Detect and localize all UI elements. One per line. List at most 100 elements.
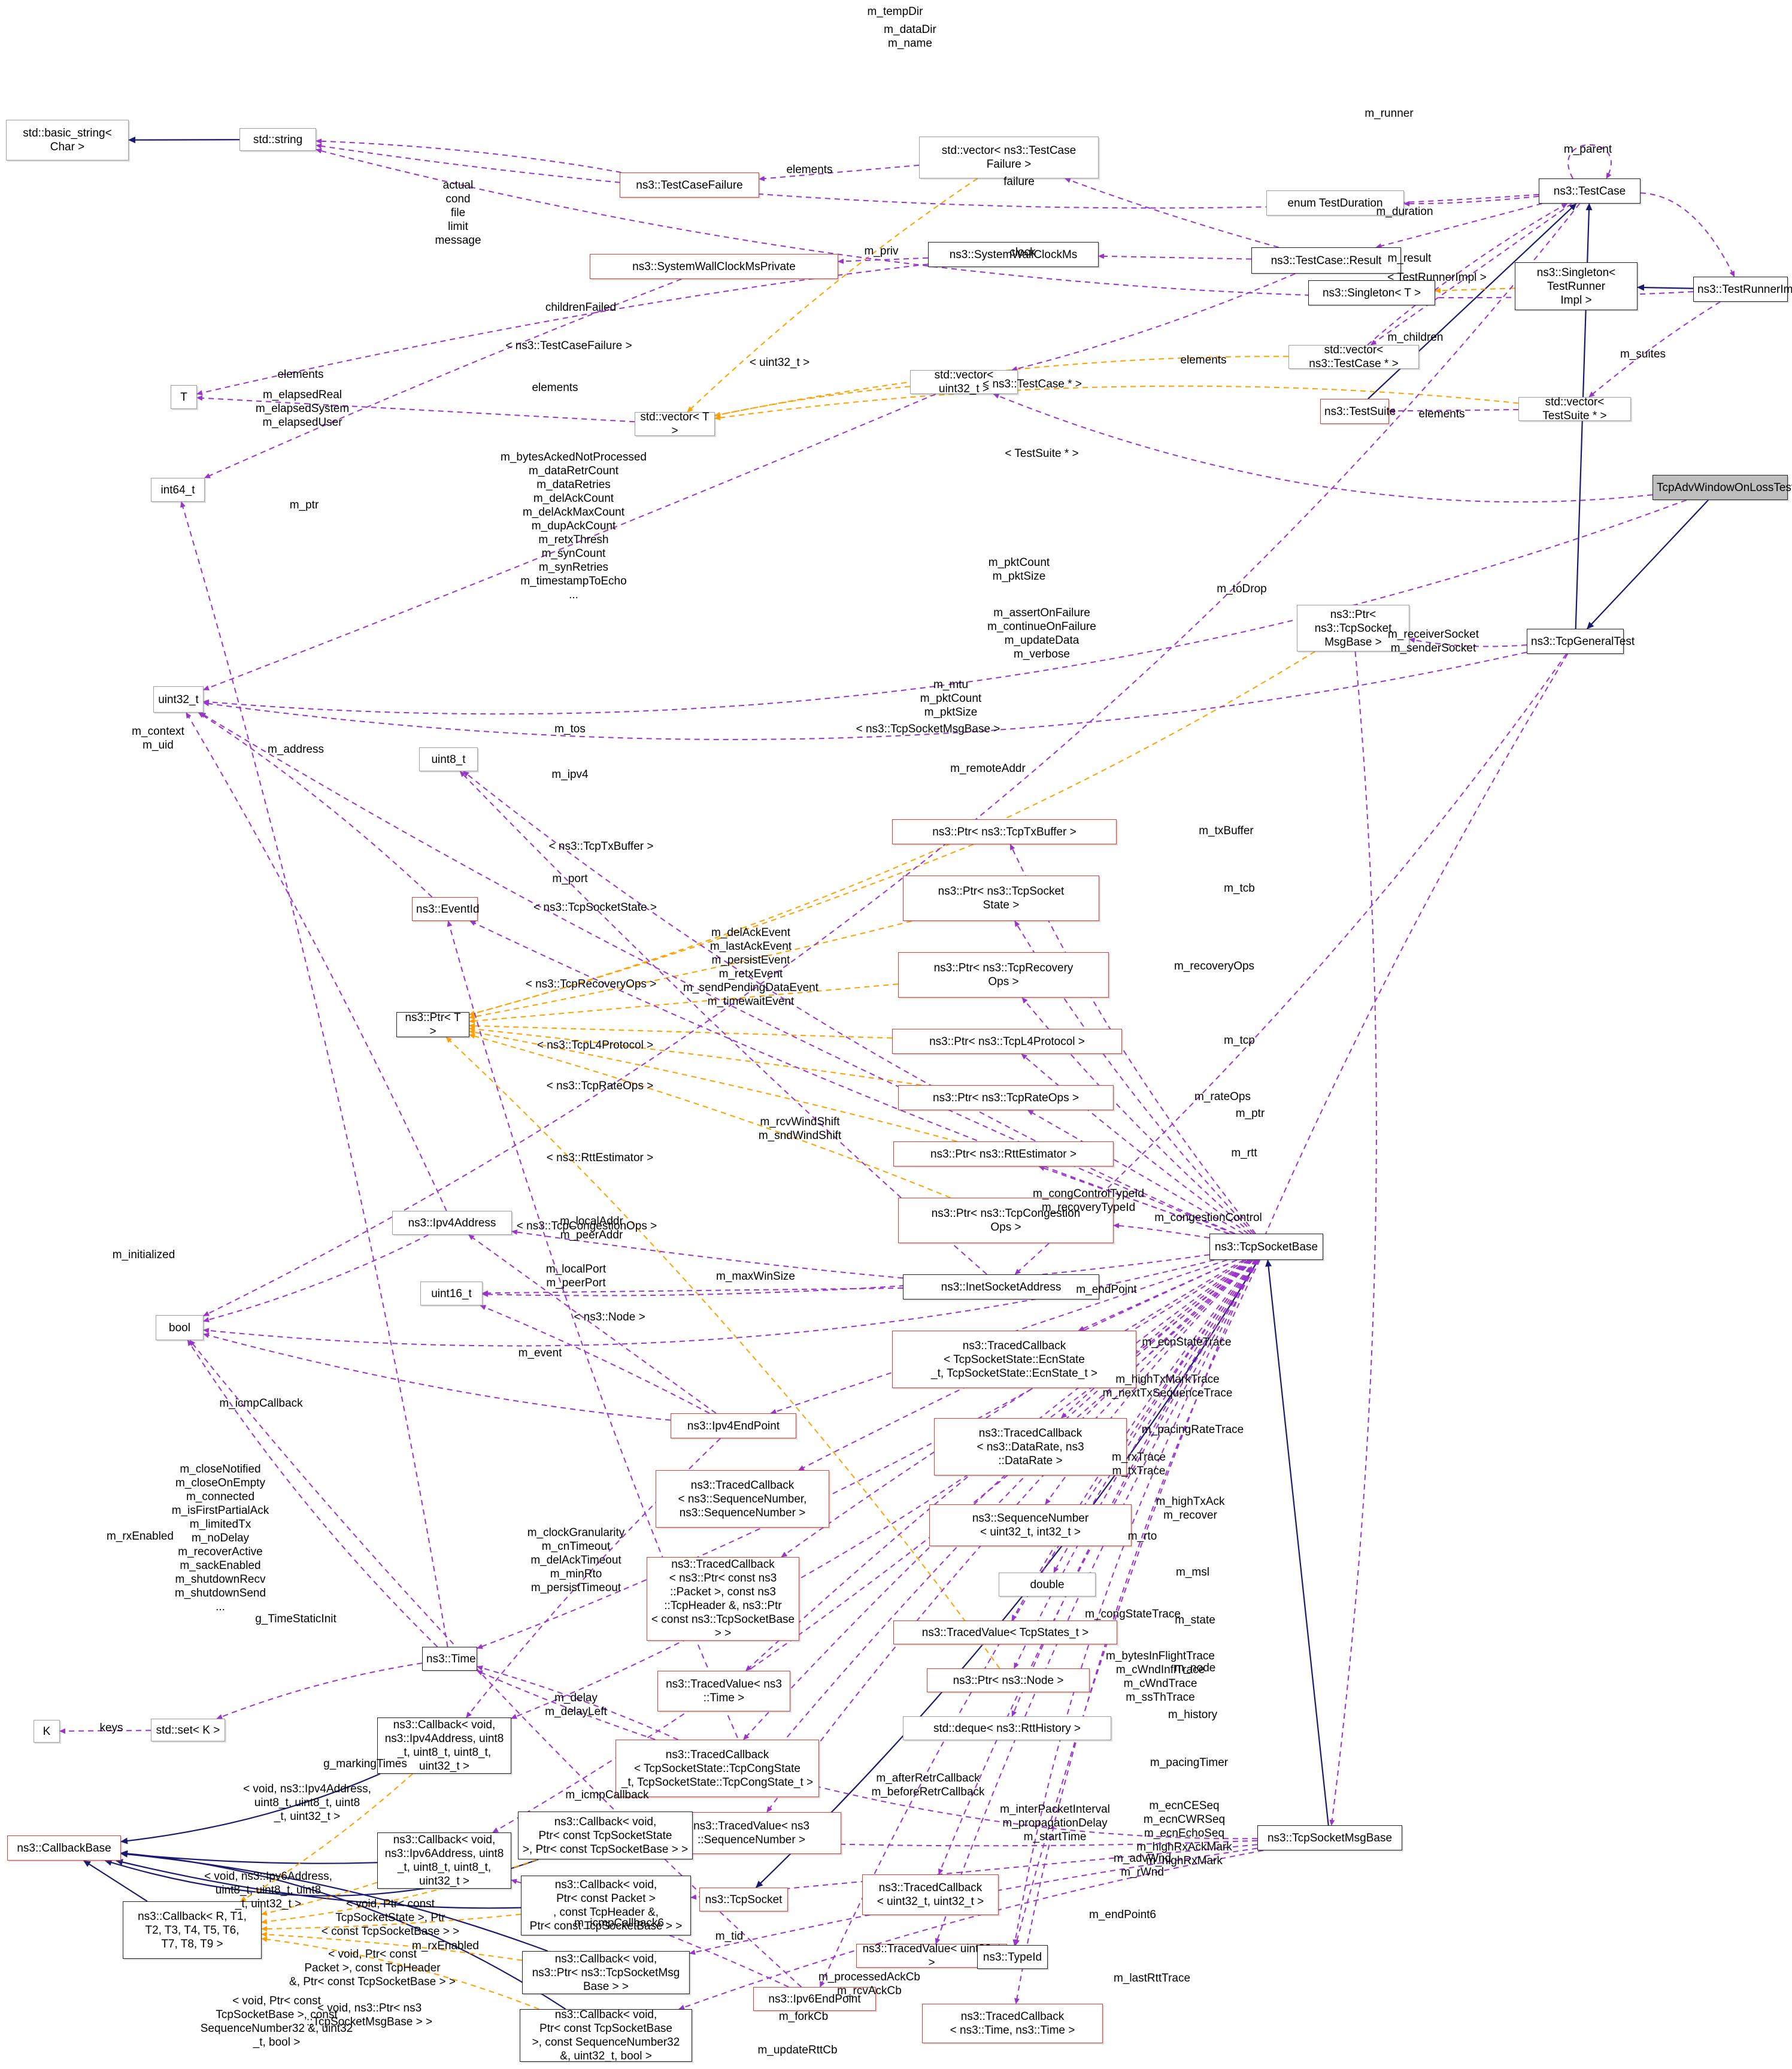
edge-label: m_icmpCallback6 [574, 1916, 664, 1930]
node-label-line: ns3::TcpSocketMsgBase [1267, 1831, 1393, 1844]
node-cbMsg[interactable]: ns3::Callback< void,ns3::Ptr< ns3::TcpSo… [522, 1951, 690, 1994]
node-u8[interactable]: uint8_t [419, 747, 478, 771]
node-tc[interactable]: ns3::TestCase [1539, 178, 1641, 204]
node-setK[interactable]: std::set< K > [151, 1719, 225, 1741]
node-ipv4ep2[interactable]: ns3::Ipv4EndPoint [671, 1413, 796, 1438]
node-u32[interactable]: uint32_t [153, 686, 204, 713]
node-label-line: ::TcpHeader &, ns3::Ptr [664, 1600, 782, 1612]
edge-label-line: m_event [518, 1347, 562, 1359]
node-bs[interactable]: std::basic_string<Char > [6, 120, 129, 160]
node-tsb[interactable]: ns3::TcpSocketBase [1209, 1234, 1323, 1260]
node-cbPkt[interactable]: ns3::Callback< void,Ptr< const Packet >,… [521, 1876, 691, 1935]
edge-label-line: elements [277, 368, 324, 381]
edge-label-line: message [435, 234, 481, 247]
edge-label: m_ptr [1236, 1107, 1265, 1120]
node-deque[interactable]: std::deque< ns3::RttHistory > [903, 1716, 1111, 1740]
node-tcpSock[interactable]: ns3::TcpSocket [699, 1888, 788, 1912]
node-evid[interactable]: ns3::EventId [412, 897, 480, 921]
node-ptrRtt[interactable]: ns3::Ptr< ns3::RttEstimator > [893, 1141, 1114, 1167]
node-u16[interactable]: uint16_t [420, 1282, 483, 1305]
node-swm[interactable]: ns3::SystemWallClockMs [928, 242, 1099, 267]
node-vu32[interactable]: std::vector< uint32_t > [910, 369, 1018, 395]
node-Time[interactable]: ns3::Time [422, 1647, 477, 1671]
node-cbState[interactable]: ns3::Callback< void,Ptr< const TcpSocket… [518, 1811, 693, 1859]
node-ipv4[interactable]: ns3::Ipv4Address [392, 1211, 512, 1235]
node-ts[interactable]: ns3::TestSuite [1320, 399, 1396, 424]
node-res[interactable]: ns3::TestCase::Result [1251, 247, 1401, 274]
node-cbSeq[interactable]: ns3::Callback< void,Ptr< const TcpSocket… [520, 2009, 692, 2062]
node-cb6[interactable]: ns3::Callback< void,ns3::Ipv6Address, ui… [377, 1832, 511, 1889]
node-tcf[interactable]: ns3::TestCaseFailure [620, 172, 759, 198]
node-pNode[interactable]: ns3::Ptr< ns3::Node > [927, 1668, 1090, 1692]
edge-label-line: m_congControlTypeId [1033, 1188, 1144, 1200]
edge-res-vtcf [1064, 177, 1279, 248]
node-isa[interactable]: ns3::InetSocketAddress [903, 1274, 1099, 1299]
node-ptrTx[interactable]: ns3::Ptr< ns3::TcpTxBuffer > [892, 819, 1117, 844]
edge-tgt-pmsg [1409, 637, 1527, 647]
node-K[interactable]: K [34, 1720, 60, 1743]
edge-label: m_remoteAddr [950, 762, 1026, 776]
edge-label-line: m_ipv4 [551, 768, 589, 781]
node-advw[interactable]: TcpAdvWindowOnLossTest [1652, 475, 1792, 500]
node-label-line: ns3::EventId [416, 902, 480, 916]
node-u32TC[interactable]: ns3::TracedCallback< uint32_t, uint32_t … [862, 1874, 999, 1915]
node-vT[interactable]: std::vector< T > [635, 411, 715, 437]
node-tgt[interactable]: ns3::TcpGeneralTest [1527, 629, 1635, 654]
edge-label: < void, ns3::Ipv4Address,uint8_t, uint8_… [243, 1782, 371, 1823]
node-label-line: TcpAdvWindowOnLossTest [1657, 481, 1792, 494]
edge-label: g_markingTimes [323, 1757, 407, 1771]
node-cb4[interactable]: ns3::Callback< void,ns3::Ipv4Address, ui… [377, 1717, 511, 1774]
edge-tsb-deque [1011, 1259, 1259, 1717]
node-label-line: MsgBase > [1324, 635, 1382, 649]
node-swp[interactable]: ns3::SystemWallClockMsPrivate [590, 254, 838, 279]
edge-label-line: m_updateRttCb [757, 2044, 838, 2056]
edge-label-line: m_forkCb [778, 2010, 829, 2023]
edge-label-line: m_retxEvent [718, 968, 783, 980]
node-dbl[interactable]: double [999, 1573, 1096, 1597]
node-T[interactable]: T [171, 385, 197, 409]
edge-timer-evid [447, 920, 750, 1765]
node-ecnTC[interactable]: ns3::TracedCallback< TcpSocketState::Ecn… [892, 1331, 1136, 1388]
node-tri[interactable]: ns3::TestRunnerImpl [1693, 277, 1792, 302]
node-ptrRate[interactable]: ns3::Ptr< ns3::TcpRateOps > [898, 1085, 1114, 1110]
node-tcTime[interactable]: ns3::TracedCallback< ns3::Time, ns3::Tim… [922, 2004, 1103, 2043]
node-cbRT[interactable]: ns3::Callback< R, T1,T2, T3, T4, T5, T6,… [123, 1901, 262, 1959]
node-congTC[interactable]: ns3::TracedCallback< TcpSocketState::Tcp… [615, 1740, 819, 1797]
node-tvStates[interactable]: ns3::TracedValue< TcpStates_t > [893, 1620, 1117, 1644]
edge-label: elements [1180, 353, 1226, 367]
node-typeId[interactable]: ns3::TypeId [977, 1945, 1048, 1969]
node-i64[interactable]: int64_t [151, 478, 205, 502]
edge-label-line: TcpSocketBase >, const [216, 2009, 338, 2021]
node-label-line: < uint32_t, uint32_t > [877, 1895, 984, 1908]
edge-msgb-cbSeq [678, 1850, 1264, 2010]
node-tcSeq2b[interactable]: ns3::TracedCallback< ns3::SequenceNumber… [656, 1470, 829, 1528]
node-ptrT[interactable]: ns3::Ptr< T > [396, 1011, 469, 1038]
node-tvTime[interactable]: ns3::TracedValue< ns3::Time > [657, 1671, 790, 1711]
node-ptrL4[interactable]: ns3::Ptr< ns3::TcpL4Protocol > [892, 1029, 1122, 1054]
edge-label-line: SequenceNumber32 &, uint32 [200, 2022, 353, 2035]
node-msgb[interactable]: ns3::TcpSocketMsgBase [1257, 1825, 1402, 1850]
node-tcPkt[interactable]: ns3::TracedCallback< ns3::Ptr< const ns3… [647, 1557, 799, 1641]
node-str[interactable]: std::string [239, 128, 316, 151]
edge-label-line: m_elapsedReal [262, 389, 342, 401]
node-vtsp[interactable]: std::vector< TestSuite * > [1518, 396, 1631, 422]
node-ipv6ep[interactable]: ns3::Ipv6EndPoint [753, 1987, 876, 2011]
node-etd[interactable]: enum TestDuration [1266, 190, 1404, 216]
node-cbase[interactable]: ns3::CallbackBase [7, 1835, 121, 1861]
edge-tc-vtcp [1370, 203, 1572, 346]
node-bool[interactable]: bool [156, 1315, 204, 1340]
node-drTC[interactable]: ns3::TracedCallback< ns3::DataRate, ns3:… [934, 1418, 1127, 1476]
node-seqN[interactable]: ns3::SequenceNumber< uint32_t, int32_t > [929, 1504, 1132, 1546]
edge-msgb-Time [476, 1670, 1258, 1840]
edge-evid-u32 [198, 712, 433, 898]
node-vtcp[interactable]: std::vector< ns3::TestCase * > [1288, 344, 1419, 370]
